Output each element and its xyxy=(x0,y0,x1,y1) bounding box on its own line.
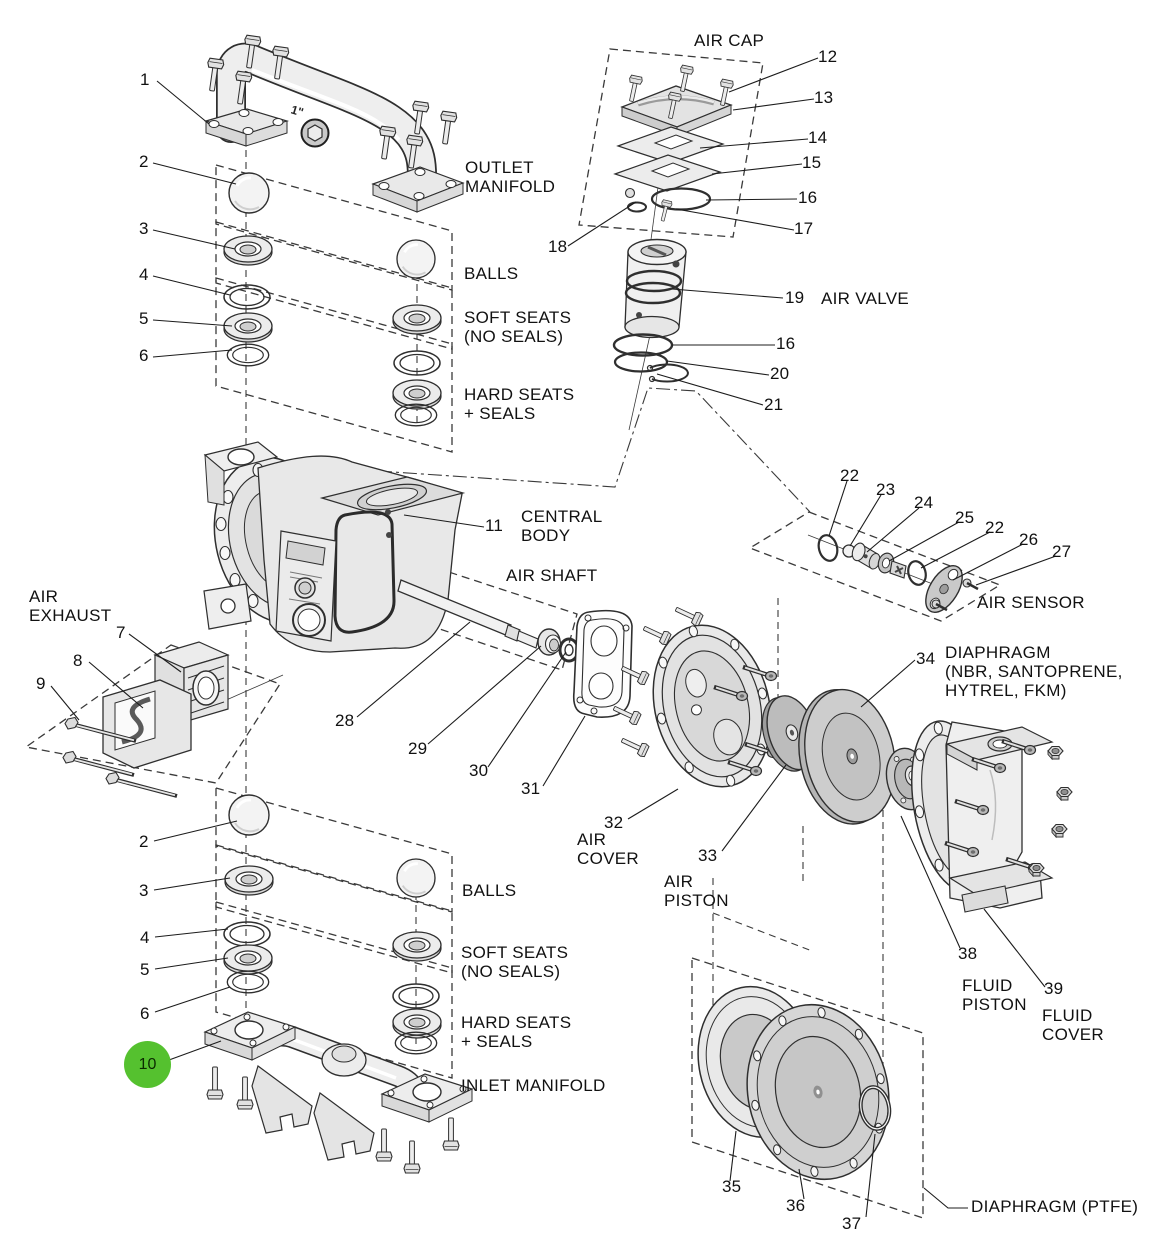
callout-8: 8 xyxy=(73,651,83,670)
label-air-exhaust: AIR EXHAUST xyxy=(29,587,112,626)
leader-lines xyxy=(50,57,1057,1218)
callout-13: 13 xyxy=(814,88,834,107)
callout-29: 29 xyxy=(408,739,428,758)
callout-16-b: 16 xyxy=(776,334,796,353)
label-diaphragm-main: DIAPHRAGM (NBR, SANTOPRENE, HYTREL, FKM) xyxy=(945,643,1123,701)
central-body-drawing xyxy=(203,441,466,653)
label-fluid-piston: FLUID PISTON xyxy=(962,976,1027,1015)
callout-10-number: 10 xyxy=(138,1055,157,1073)
callout-21: 21 xyxy=(764,395,784,414)
label-soft-seats-top: SOFT SEATS (NO SEALS) xyxy=(464,308,572,347)
label-air-cap: AIR CAP xyxy=(694,31,765,50)
balls-and-seats-top xyxy=(223,171,442,427)
callout-7: 7 xyxy=(116,623,126,642)
air-exhaust-assembly xyxy=(61,641,230,798)
callout-34: 34 xyxy=(916,649,936,668)
callout-22-a: 22 xyxy=(840,466,860,485)
callout-3-bottom: 3 xyxy=(139,881,149,900)
callout-5-top: 5 xyxy=(139,309,149,328)
callout-4-bottom: 4 xyxy=(140,928,150,947)
callout-5-bottom: 5 xyxy=(140,960,150,979)
callout-14: 14 xyxy=(808,128,828,147)
label-air-piston: AIR PISTON xyxy=(664,872,729,911)
callout-2-ball-top: 2 xyxy=(139,152,149,171)
callout-25: 25 xyxy=(955,508,975,527)
callout-9: 9 xyxy=(36,674,46,693)
callout-24: 24 xyxy=(914,493,934,512)
callout-36: 36 xyxy=(786,1196,806,1215)
label-air-sensor: AIR SENSOR xyxy=(977,593,1085,612)
callout-26: 26 xyxy=(1019,530,1039,549)
air-shaft-assembly xyxy=(397,579,633,718)
callout-11: 11 xyxy=(485,516,504,535)
callout-2-ball-bottom: 2 xyxy=(139,832,149,851)
callout-4-top: 4 xyxy=(139,265,149,284)
label-central-body: CENTRAL BODY xyxy=(521,507,603,546)
label-balls-bottom: BALLS xyxy=(462,881,517,900)
callout-31: 31 xyxy=(521,779,541,798)
air-sensor-assembly xyxy=(817,534,979,613)
callout-23: 23 xyxy=(876,480,896,499)
callout-27: 27 xyxy=(1052,542,1072,561)
ptfe-diaphragms-drawing xyxy=(697,985,892,1181)
callout-18: 18 xyxy=(548,237,568,256)
callout-30: 30 xyxy=(469,761,489,780)
callout-15: 15 xyxy=(802,153,822,172)
label-fluid-cover: FLUID COVER xyxy=(1042,1006,1104,1045)
label-hard-seats-bottom: HARD SEATS + SEALS xyxy=(461,1013,572,1052)
inlet-manifold-drawing xyxy=(203,1011,474,1174)
label-hard-seats-top: HARD SEATS + SEALS xyxy=(464,385,575,424)
fluid-cover-drawing xyxy=(910,720,1073,913)
callout-38: 38 xyxy=(958,944,978,963)
callout-20: 20 xyxy=(770,364,790,383)
label-balls-top: BALLS xyxy=(464,264,519,283)
callout-37: 37 xyxy=(842,1214,862,1233)
callout-3-top: 3 xyxy=(139,219,149,238)
callout-16-a: 16 xyxy=(798,188,818,207)
air-cover-drawing xyxy=(610,602,787,788)
callout-28: 28 xyxy=(335,711,355,730)
label-soft-seats-bottom: SOFT SEATS (NO SEALS) xyxy=(461,943,569,982)
air-valve-assembly xyxy=(612,238,689,383)
label-diaphragm-ptfe: DIAPHRAGM (PTFE) xyxy=(971,1197,1139,1216)
label-inlet-manifold: INLET MANIFOLD xyxy=(461,1076,606,1095)
label-air-cover: AIR COVER xyxy=(577,830,639,869)
callout-12: 12 xyxy=(818,47,838,66)
diaphragm-main-drawing xyxy=(798,688,896,825)
callout-19: 19 xyxy=(785,288,805,307)
label-outlet-manifold: OUTLET MANIFOLD xyxy=(465,158,556,197)
callout-17: 17 xyxy=(794,219,814,238)
callout-39: 39 xyxy=(1044,979,1064,998)
callout-10-highlight[interactable]: 10 xyxy=(124,1041,171,1088)
callout-22-b: 22 xyxy=(985,518,1005,537)
callout-6-bottom: 6 xyxy=(140,1004,150,1023)
callout-35: 35 xyxy=(722,1177,742,1196)
label-air-shaft: AIR SHAFT xyxy=(506,566,598,585)
air-cap-assembly xyxy=(613,64,735,223)
callout-6-top: 6 xyxy=(139,346,149,365)
callout-32: 32 xyxy=(604,813,624,832)
label-air-valve: AIR VALVE xyxy=(821,289,910,308)
callout-1-outlet-manifold: 1 xyxy=(140,70,150,89)
outlet-manifold-drawing xyxy=(203,34,465,213)
callout-33: 33 xyxy=(698,846,718,865)
